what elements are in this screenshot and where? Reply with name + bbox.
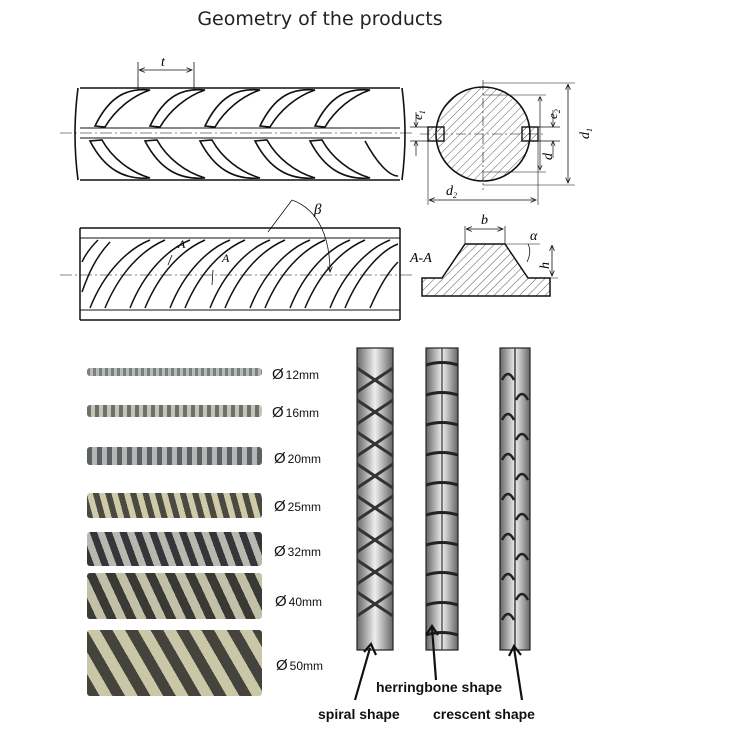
pitch-dimension: t [137, 55, 195, 90]
svg-text:e1: e1 [410, 110, 427, 120]
svg-text:d: d [541, 152, 556, 160]
section-markers: A A [167, 237, 230, 286]
bar-plan-view [60, 227, 415, 321]
rebar-photo-40mm [87, 573, 262, 619]
section-label: A-A [409, 251, 432, 266]
rebar-geometry-drawing: t e1 e2 d d1 [60, 55, 594, 321]
cross-section: e1 e2 d d1 d2 [410, 80, 594, 205]
bar-side-view [60, 87, 415, 181]
spiral-shape-bar [356, 347, 394, 651]
rib-section-detail: A-A b α h [409, 213, 558, 297]
svg-text:β: β [313, 202, 322, 218]
svg-text:h: h [538, 262, 553, 269]
svg-text:e2: e2 [545, 109, 562, 119]
spiral-shape-label: spiral shape [318, 706, 400, 722]
herringbone-shape-label: herringbone shape [376, 679, 503, 695]
rebar-photo-50mm [87, 630, 262, 696]
svg-text:d2: d2 [446, 184, 457, 200]
rebar-photo-20mm [87, 447, 262, 465]
herringbone-shape-bar [425, 347, 459, 651]
diagram-title: Geometry of the products [197, 8, 443, 30]
rebar-photo-25mm [87, 493, 262, 518]
svg-text:A: A [221, 251, 230, 265]
pitch-label: t [161, 55, 166, 70]
svg-text:α: α [530, 229, 538, 244]
rebar-photo-32mm [87, 532, 262, 566]
svg-text:d1: d1 [578, 128, 594, 139]
crescent-shape-label: crescent shape [433, 706, 535, 722]
crescent-shape-bar [499, 347, 531, 651]
svg-text:A: A [177, 237, 186, 251]
rebar-photo-16mm [87, 405, 262, 417]
svg-text:b: b [481, 213, 488, 228]
rib-angle-marker: β [267, 199, 330, 272]
rebar-photo-12mm [87, 368, 262, 376]
